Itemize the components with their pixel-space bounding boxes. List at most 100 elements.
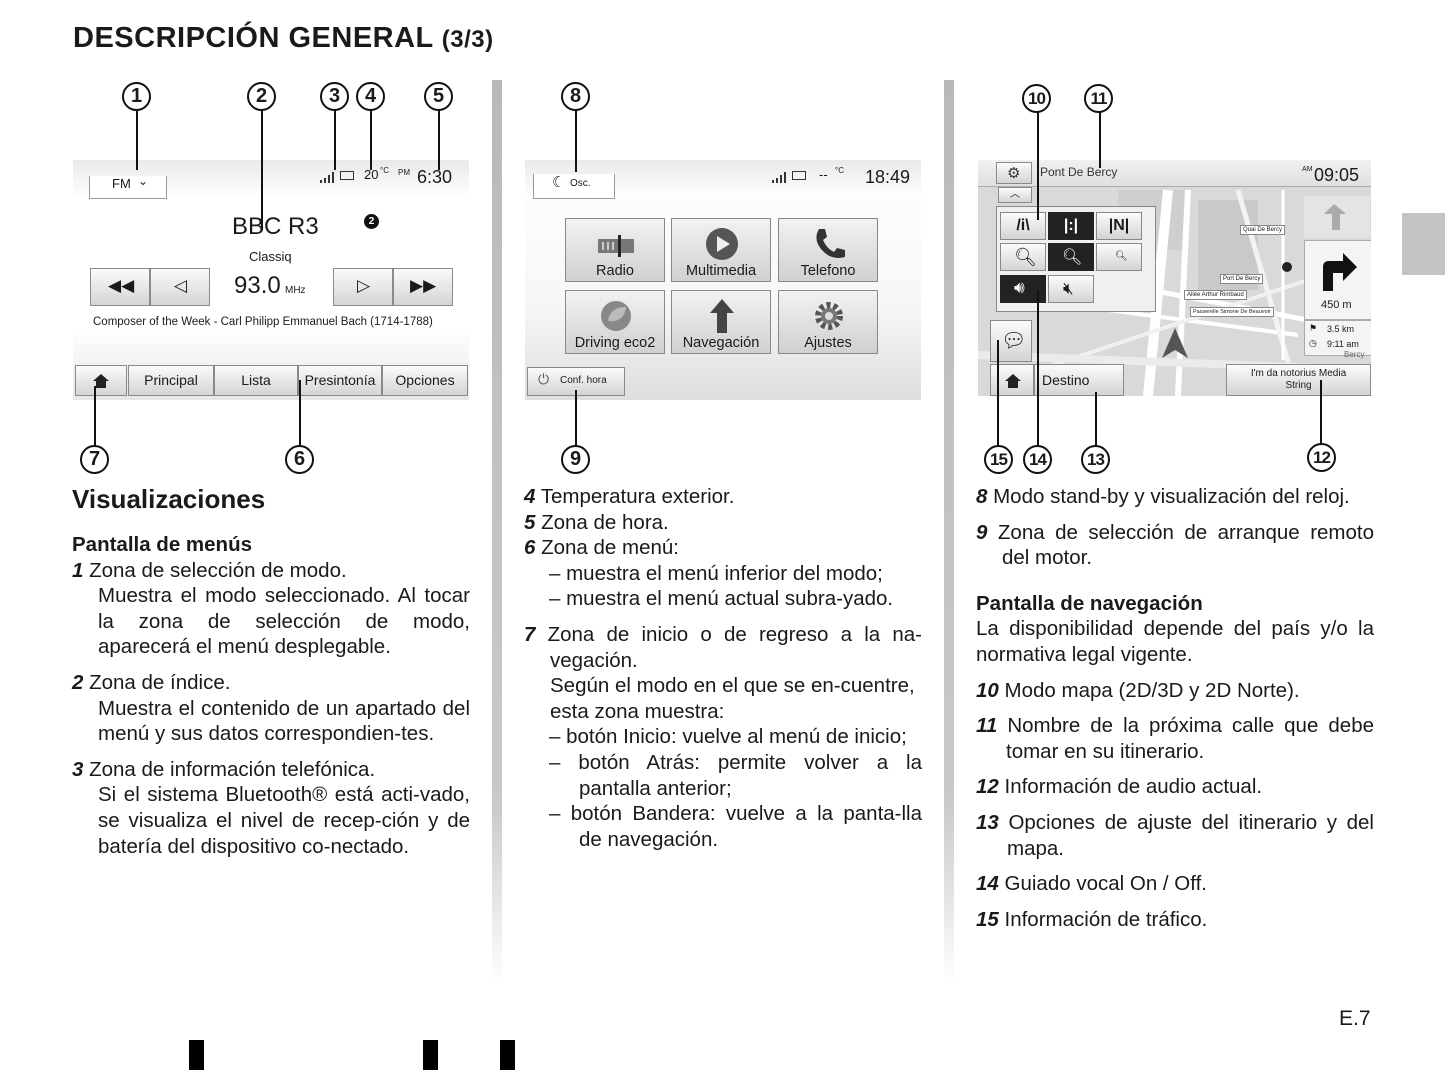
map-street-label: Quai De Bercy: [1240, 225, 1286, 235]
item-text: Zona de índice.: [89, 670, 231, 694]
column-2-text: 4 Temperatura exterior. 5 Zona de hora. …: [524, 484, 922, 852]
callout-line: [334, 110, 336, 170]
home-button[interactable]: [75, 365, 127, 396]
standby-clock-zone[interactable]: ☾ Osc.: [533, 174, 615, 199]
home-icon: [1005, 374, 1021, 388]
item-text: Zona de selección de arranque remoto del…: [997, 520, 1374, 570]
callout-line: [575, 110, 577, 172]
radio-text: Composer of the Week - Carl Philipp Emma…: [93, 316, 433, 328]
temperature-unit: °C: [380, 166, 389, 175]
item-8: 8 Modo stand-by y visualización del relo…: [976, 484, 1374, 510]
subsection-heading: Pantalla de menús: [72, 533, 253, 556]
step-back-button[interactable]: ◁: [150, 268, 210, 306]
seek-forward-button[interactable]: ▶▶: [393, 268, 453, 306]
callout-line: [438, 110, 440, 170]
item-5: 5 Zona de hora.: [524, 510, 922, 536]
callout-line: [1037, 112, 1039, 220]
audio-info-button[interactable]: I'm da notorius Media String: [1226, 364, 1371, 396]
power-icon: ⏻: [538, 371, 550, 387]
map-settings-button[interactable]: ⚙: [996, 162, 1032, 184]
radio-tile[interactable]: Radio: [565, 218, 665, 282]
item-7: 7 Zona de inicio o de regreso a la na-ve…: [524, 622, 922, 673]
tab-lista[interactable]: Lista: [214, 365, 298, 396]
tab-principal[interactable]: Principal: [128, 365, 214, 396]
north-icon: |N|: [1108, 217, 1130, 234]
title-text: DESCRIPCIÓN GENERAL: [73, 22, 434, 54]
signal-icon: [772, 170, 788, 183]
print-mark: [500, 1040, 515, 1070]
ampm-label: AM: [1302, 166, 1313, 173]
driving-eco2-tile[interactable]: Driving eco2: [565, 290, 665, 354]
chevron-up-icon: ︿: [1010, 189, 1020, 200]
perspective-icon: /i\: [1016, 217, 1030, 234]
seek-back-button[interactable]: ◀◀: [90, 268, 150, 306]
chevron-down-icon: ⌄: [138, 174, 149, 188]
mode-selector[interactable]: FM ⌄: [89, 174, 167, 199]
remaining-distance: 3.5 km: [1327, 324, 1355, 334]
frequency-value: 93.0: [234, 272, 281, 299]
voice-guidance-on-button[interactable]: 🔊︎: [1000, 275, 1046, 303]
callout-line: [94, 386, 96, 446]
item-text: Opciones de ajuste del itinerario y del …: [1007, 810, 1374, 860]
item-number: 15: [976, 907, 999, 931]
telefono-tile[interactable]: Telefono: [778, 218, 878, 282]
index-badge: 2: [364, 214, 379, 229]
callout-line: [997, 340, 999, 446]
zoom-out-button[interactable]: 🔍︎: [1000, 243, 1046, 271]
turn-distance: 450 m: [1321, 299, 1352, 311]
callout-1: 1: [122, 82, 151, 111]
callout-2: 2: [247, 82, 276, 111]
standby-label: Osc.: [570, 178, 591, 189]
item-3: 3 Zona de información telefónica.: [72, 757, 470, 783]
title-part: (3/3): [441, 26, 494, 53]
battery-icon: [340, 171, 354, 180]
page-title: DESCRIPCIÓN GENERAL (3/3): [73, 22, 494, 55]
gear-icon: ⚙: [1007, 165, 1021, 182]
destination-button[interactable]: Destino: [1034, 364, 1124, 396]
clock-time: 6:30: [417, 167, 453, 187]
ajustes-tile[interactable]: Ajustes: [778, 290, 878, 354]
map-3d-button[interactable]: /i\: [1000, 212, 1046, 240]
tab-opciones[interactable]: Opciones: [382, 365, 468, 396]
fast-forward-icon: ▶▶: [410, 276, 437, 295]
item-text: Modo mapa (2D/3D y 2D Norte).: [1004, 678, 1300, 702]
item-text: Temperatura exterior.: [540, 485, 735, 508]
item-number: 7: [524, 622, 536, 646]
step-forward-button[interactable]: ▷: [333, 268, 393, 306]
column-3-text: 8 Modo stand-by y visualización del relo…: [976, 484, 1374, 932]
map-2d-button[interactable]: |:|: [1048, 212, 1094, 240]
clock-icon: ◷: [1309, 338, 1317, 348]
mode-label: FM: [112, 176, 131, 191]
collapse-button[interactable]: ︿: [998, 187, 1032, 203]
zoom-in-button[interactable]: 🔍︎: [1096, 243, 1142, 271]
item-7-bullet: – botón Bandera: vuelve a la panta-lla d…: [549, 802, 922, 851]
multimedia-tile[interactable]: Multimedia: [671, 218, 771, 282]
item-6-bullet: – muestra el menú actual subra-yado.: [549, 587, 894, 611]
callout-5: 5: [424, 82, 453, 111]
nav-intro: La disponibilidad depende del país y/o l…: [976, 617, 1374, 666]
speaker-icon: 🔊︎: [1014, 278, 1025, 297]
print-mark: [423, 1040, 438, 1070]
magnifier-icon: 🔍︎: [1115, 251, 1128, 262]
navegacion-tile[interactable]: Navegación: [671, 290, 771, 354]
map-2d-north-button[interactable]: |N|: [1096, 212, 1142, 240]
callout-line: [575, 390, 577, 446]
step-forward-icon: ▷: [357, 276, 371, 295]
zoom-mid-button[interactable]: 🔍︎: [1048, 243, 1094, 271]
mute-icon: 🔇︎: [1063, 279, 1074, 298]
item-number: 3: [72, 757, 84, 781]
item-number: 2: [72, 670, 84, 694]
voice-guidance-off-button[interactable]: 🔇︎: [1048, 275, 1094, 303]
item-7-desc: Según el modo en el que se en-cuentre, e…: [550, 674, 915, 723]
column-divider: [944, 80, 954, 985]
tab-presintonia[interactable]: Presintonía: [298, 365, 382, 396]
item-12: 12 Información de audio actual.: [976, 774, 1374, 800]
driving-eco2-label: Driving eco2: [574, 335, 656, 351]
item-text: Zona de hora.: [541, 510, 669, 534]
magnifier-icon: 🔍︎: [1062, 249, 1083, 266]
item-7-bullet: – botón Atrás: permite volver a la panta…: [549, 750, 922, 800]
callout-13: 13: [1081, 445, 1110, 474]
callout-7: 7: [80, 445, 109, 474]
station-genre: Classiq: [249, 249, 292, 264]
turn-right-icon: [1323, 253, 1357, 291]
